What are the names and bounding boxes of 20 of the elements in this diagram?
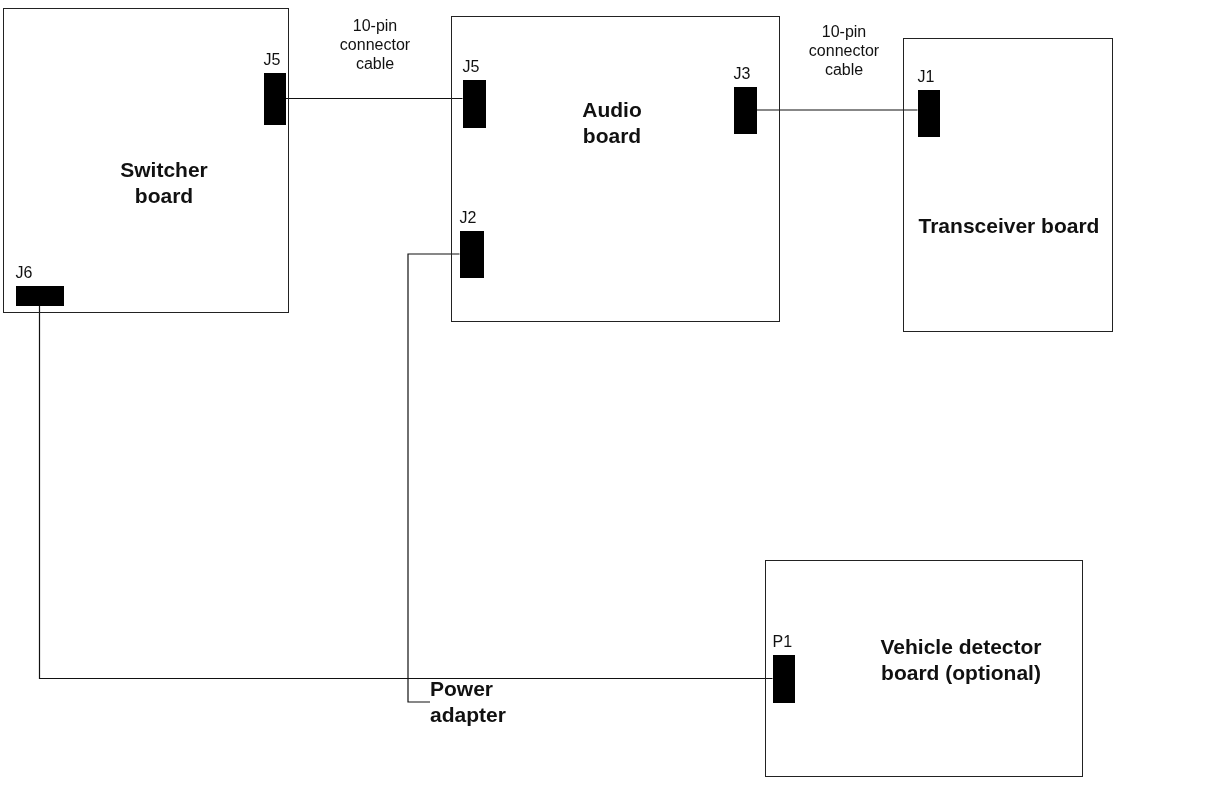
board-name: Vehicle detector board (optional) [879, 634, 1043, 686]
connector-label: J5 [462, 57, 480, 76]
cable-line [284, 97, 464, 100]
connector-label: J3 [733, 64, 751, 83]
circuit-board-box [3, 8, 289, 313]
connector-label: J1 [917, 67, 935, 86]
cable-line [407, 253, 461, 703]
circuit-board-box [765, 560, 1083, 777]
board-name: Transceiver board [917, 213, 1101, 239]
cable-line [38, 304, 774, 680]
circuit-board-box [903, 38, 1113, 332]
component-label: Power adapter [430, 676, 507, 728]
connector-label: J5 [263, 50, 281, 69]
connector-label: J2 [459, 208, 477, 227]
cable-line [755, 109, 919, 111]
circuit-board-box [451, 16, 780, 322]
connector-label: P1 [772, 632, 793, 651]
connector-label: J6 [15, 263, 33, 282]
board-name: Switcher board [119, 157, 209, 209]
board-name: Audio board [581, 97, 643, 149]
